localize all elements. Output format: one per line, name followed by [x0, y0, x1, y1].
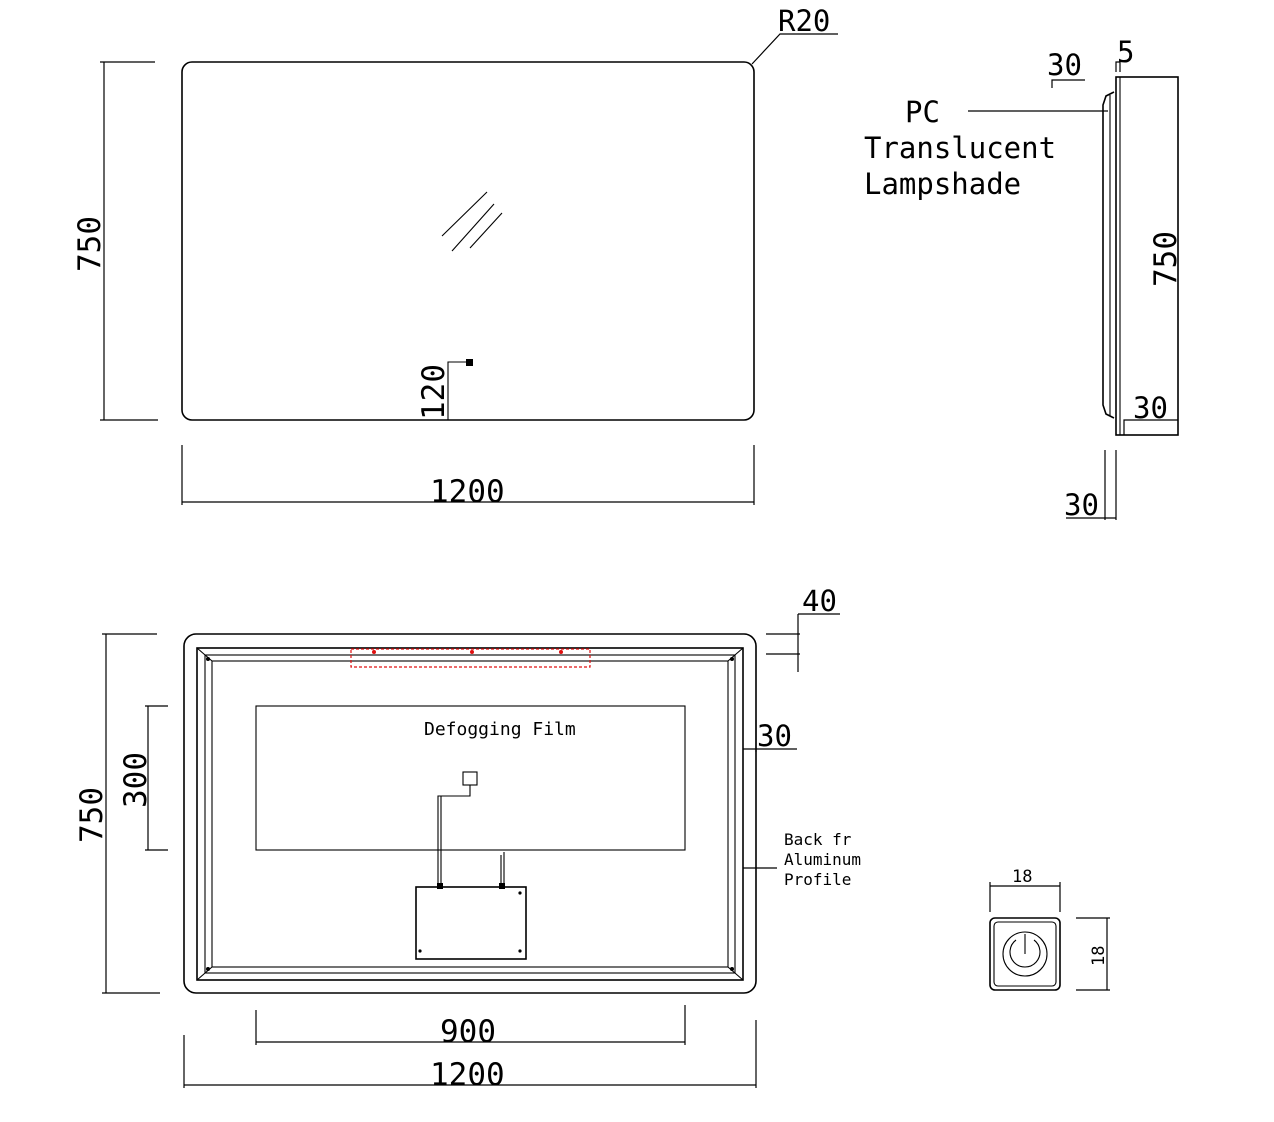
- switch-inner: [993, 921, 1057, 987]
- side-back-label: 30: [1064, 488, 1099, 522]
- lampshade-label-1: PC: [905, 95, 940, 129]
- back-outline: [183, 633, 757, 994]
- back-width-dim: [183, 1020, 757, 1088]
- driver-box: [415, 886, 527, 960]
- film-width-dim: [255, 1005, 686, 1045]
- side-back-dim: [1066, 450, 1117, 520]
- lamp-offset-dim: [1115, 61, 1121, 72]
- front-height-dim: [100, 61, 158, 421]
- profile-label-2: Aluminum: [784, 850, 861, 869]
- film-height-dim: [145, 705, 168, 851]
- front-view: 120 750 1200 R20: [72, 4, 838, 510]
- switch-offset-label: 120: [416, 364, 452, 420]
- side-bottom-label: 30: [1133, 391, 1168, 425]
- front-width-dim: [181, 445, 755, 505]
- switch-offset-dim: [447, 361, 466, 420]
- lamp-offset-label: 5: [1117, 35, 1134, 69]
- radius-leader: [751, 33, 838, 65]
- side-height-label: 750: [1148, 231, 1184, 287]
- defogging-film: [255, 705, 686, 851]
- frame-offset-label: 40: [802, 584, 837, 618]
- profile-label-3: Profile: [784, 870, 851, 889]
- side-depth-dim: [1051, 79, 1085, 88]
- front-height-label: 750: [72, 216, 108, 272]
- side-body: [1115, 76, 1179, 436]
- led-strip: [350, 648, 591, 668]
- defogging-film-label: Defogging Film: [424, 719, 576, 740]
- back-view: Defogging Film 750 300: [74, 584, 861, 1093]
- back-height-label: 750: [74, 787, 110, 843]
- aluminum-frame-inner: [211, 660, 729, 968]
- switch-height-label: 18: [1089, 946, 1109, 966]
- radius-label: R20: [778, 4, 830, 38]
- back-height-dim: [102, 633, 160, 994]
- glass-reflection-icon: [441, 191, 503, 252]
- switch-height-dim: [1076, 917, 1110, 991]
- aluminum-frame-outer: [196, 647, 744, 981]
- side-depth-label: 30: [1047, 48, 1082, 82]
- lampshade-profile: [1102, 91, 1115, 419]
- film-width-label: 900: [440, 1014, 496, 1050]
- frame-width-dim: [743, 720, 797, 752]
- switch-outer: [989, 917, 1061, 991]
- side-bottom-dim: [1123, 419, 1178, 435]
- switch-detail: 18 18: [989, 867, 1110, 991]
- aluminum-frame-mid: [204, 654, 736, 974]
- profile-label-1: Back fr: [784, 830, 852, 849]
- frame-offset-dim: [766, 613, 840, 672]
- frame-width-label: 30: [757, 719, 792, 753]
- power-icon: [1002, 931, 1048, 977]
- film-wire: [437, 785, 471, 888]
- film-height-label: 300: [118, 752, 154, 808]
- film-connector: [462, 771, 478, 786]
- switch-width-dim: [989, 882, 1061, 912]
- lampshade-label-2: Translucent: [864, 131, 1056, 165]
- touch-switch: [466, 359, 473, 366]
- side-view: 30 5 PC Translucent Lampshade 750 30 30: [864, 35, 1184, 522]
- mirror-outline: [181, 61, 755, 421]
- switch-width-label: 18: [1012, 867, 1032, 887]
- lampshade-label-3: Lampshade: [864, 167, 1021, 201]
- front-width-label: 1200: [430, 474, 505, 510]
- back-width-label: 1200: [430, 1057, 505, 1093]
